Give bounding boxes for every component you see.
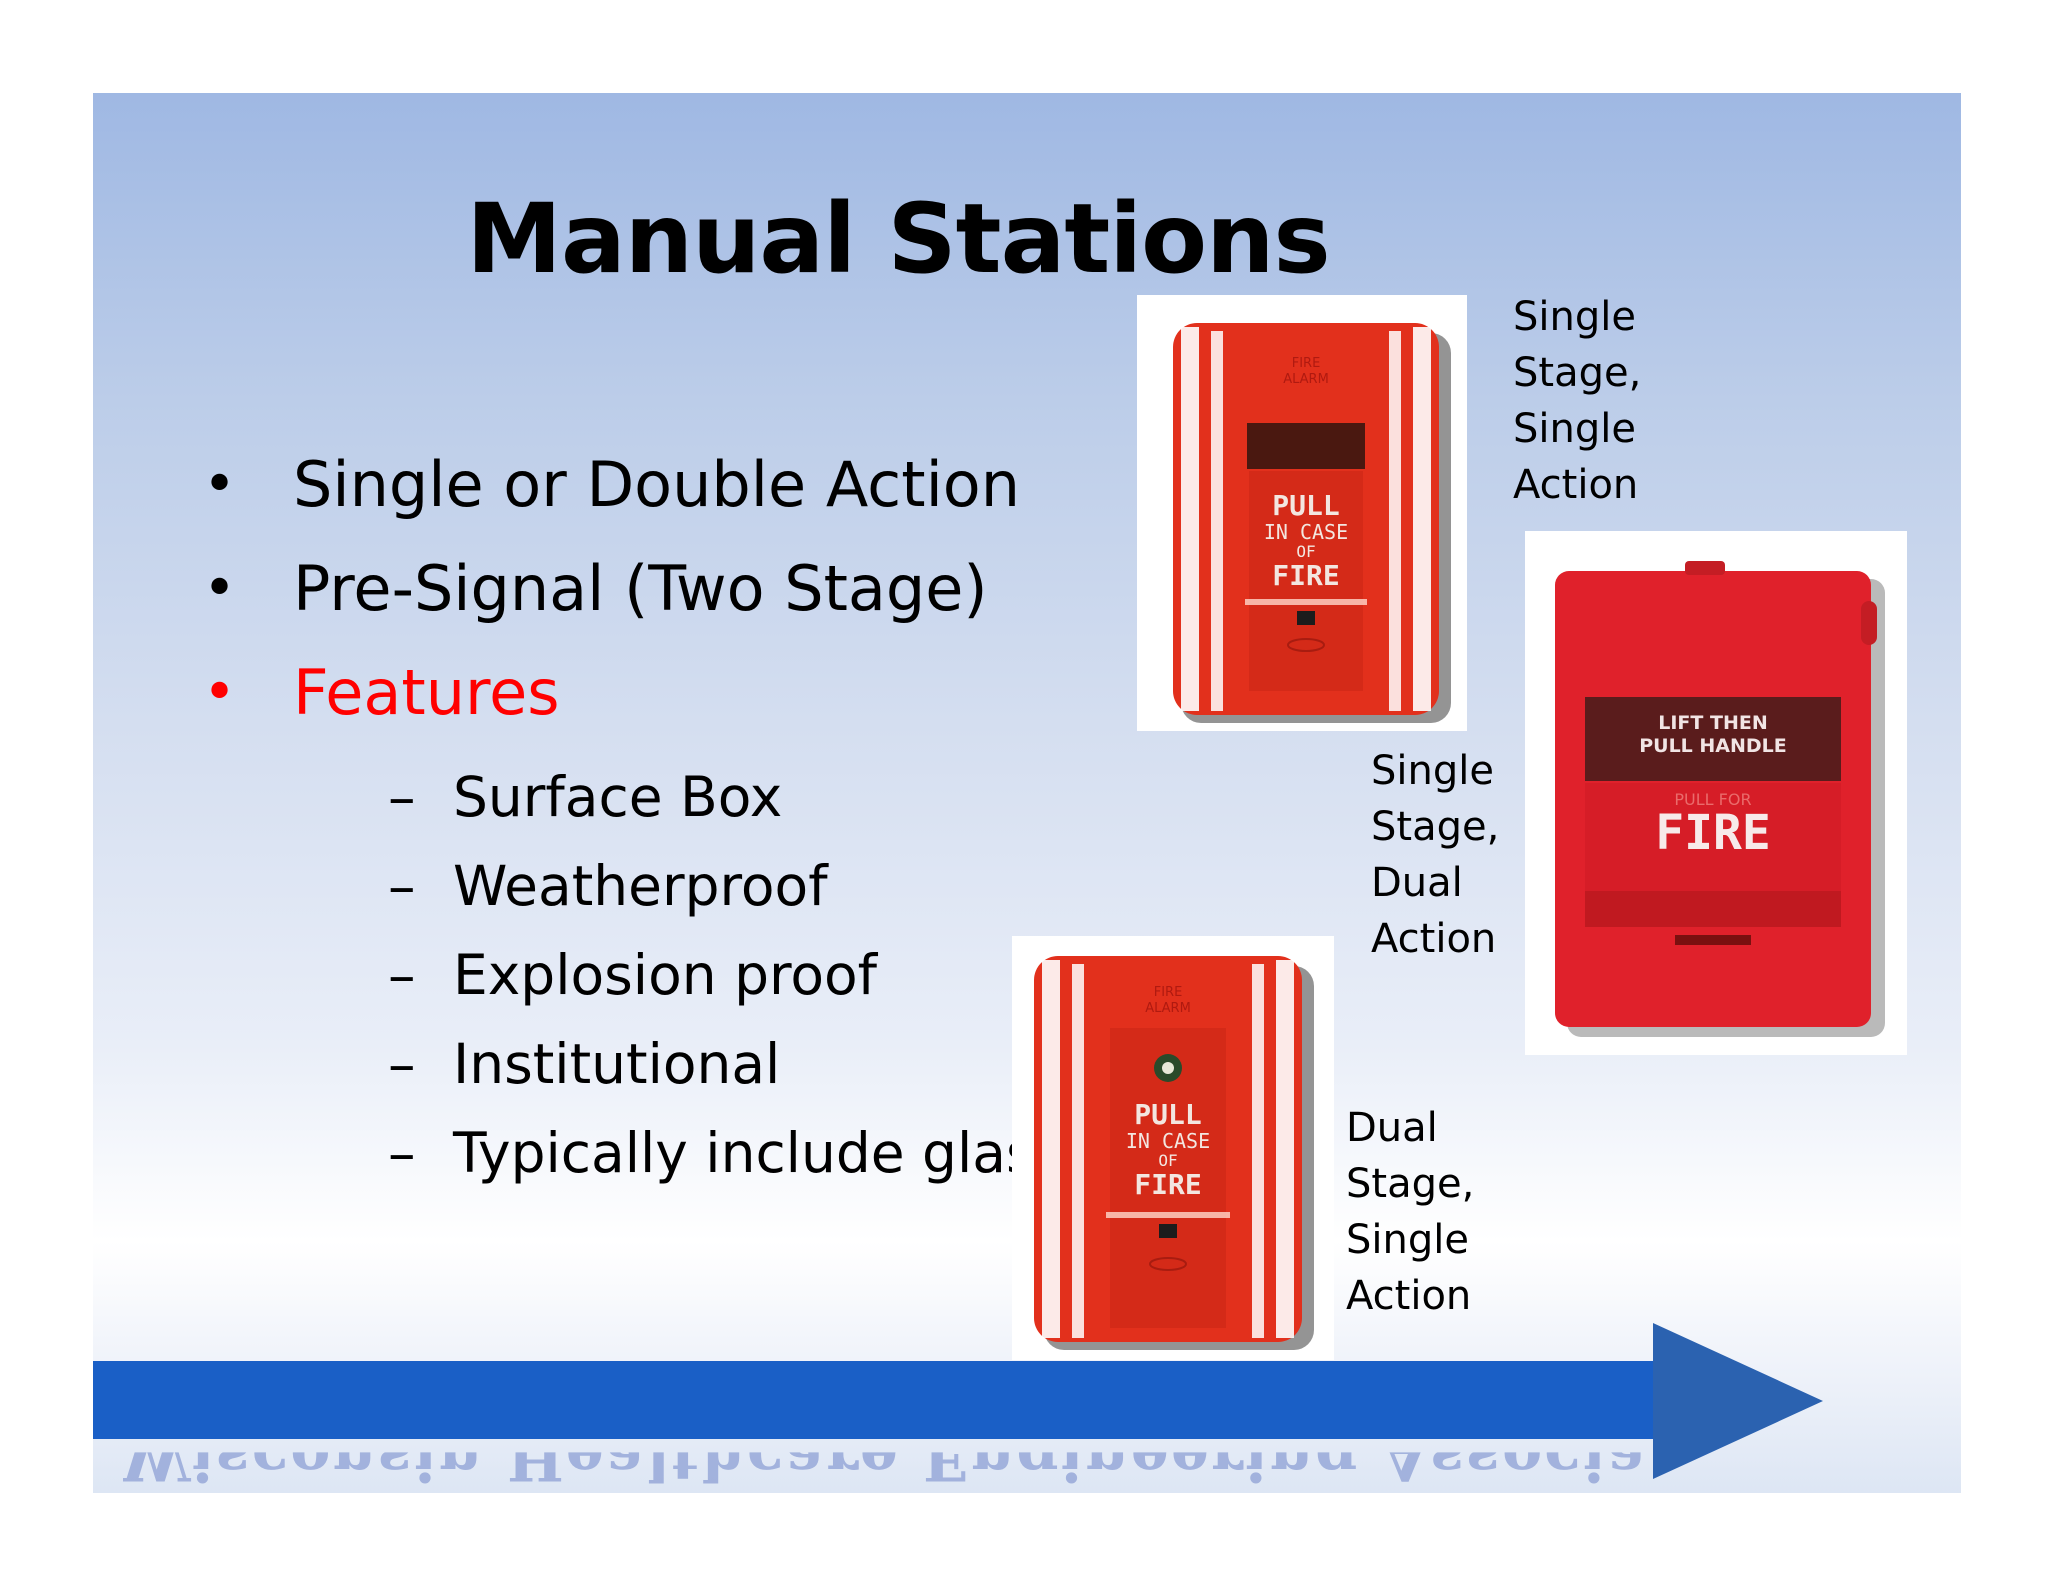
bullet-item: • Pre-Signal (Two Stage) [203, 537, 1123, 641]
device-text: LIFT THEN [1658, 712, 1767, 734]
device-text: OF [1158, 1151, 1177, 1170]
pull-station-photo-single-stage-dual-action: LIFT THEN PULL HANDLE PULL FOR FIRE [1525, 531, 1907, 1055]
device-text: FIRE [1655, 805, 1771, 861]
bullet-text: Pre-Signal (Two Stage) [293, 552, 988, 625]
bullet-text: Single or Double Action [293, 448, 1021, 521]
label-single-stage-dual-action: Single Stage, Dual Action [1371, 748, 1500, 962]
device-text: FIRE [1154, 985, 1183, 1000]
device-text: PULL HANDLE [1639, 735, 1787, 757]
pull-station-photo-dual-stage-single-action: FIRE ALARM PULL IN CASE OF FIRE [1012, 936, 1334, 1360]
device-text: IN CASE [1126, 1129, 1210, 1153]
sub-bullet-item: – Explosion proof [388, 931, 1123, 1020]
pull-station-illustration: FIRE ALARM PULL IN CASE OF FIRE [1034, 956, 1314, 1350]
pull-station-photo-single-stage-single-action: FIRE ALARM PULL IN CASE OF FIRE [1137, 295, 1467, 731]
label-single-stage-single-action: Single Stage, Single Action [1513, 294, 1642, 508]
footer-arrow [93, 1323, 1823, 1479]
bullet-marker: • [203, 556, 237, 621]
device-text: FIRE [1134, 1168, 1201, 1201]
bullet-item-features: • Features [203, 641, 1123, 745]
device-text: ALARM [1283, 372, 1329, 387]
bullet-marker: • [203, 452, 237, 517]
sub-bullet-marker: – [388, 1032, 416, 1096]
device-text: OF [1296, 542, 1315, 561]
pull-station-illustration: FIRE ALARM PULL IN CASE OF FIRE [1173, 323, 1451, 723]
sub-bullet-text: Institutional [453, 1032, 781, 1096]
slide-title: Manual Stations [466, 183, 1330, 295]
sub-bullet-text: Surface Box [453, 765, 783, 829]
device-text: IN CASE [1264, 520, 1348, 544]
sub-bullet-text: Explosion proof [453, 943, 878, 1007]
sub-bullet-marker: – [388, 1121, 416, 1185]
bullet-list: • Single or Double Action • Pre-Signal (… [203, 433, 1171, 1198]
label-dual-stage-single-action: Dual Stage, Single Action [1346, 1105, 1475, 1319]
device-text: PULL [1134, 1098, 1201, 1131]
sub-bullet-marker: – [388, 765, 416, 829]
bullet-marker: • [203, 660, 237, 725]
sub-bullet-item: – Institutional [388, 1020, 1123, 1109]
device-text: ALARM [1145, 1001, 1191, 1016]
sub-bullet-marker: – [388, 943, 416, 1007]
bullet-text: Features [293, 656, 560, 729]
device-text: FIRE [1272, 559, 1339, 592]
device-text: PULL [1272, 489, 1339, 522]
sub-bullet-list: – Surface Box – Weatherproof – Explosion… [203, 753, 1171, 1198]
device-text: FIRE [1292, 356, 1321, 371]
pull-station-illustration: LIFT THEN PULL HANDLE PULL FOR FIRE [1555, 561, 1885, 1037]
device-text: PULL FOR [1674, 790, 1751, 809]
sub-bullet-item: – Weatherproof [388, 842, 1123, 931]
bullet-item: • Single or Double Action [203, 433, 1123, 537]
sub-bullet-item: – Surface Box [388, 753, 1123, 842]
sub-bullet-text: Weatherproof [453, 854, 828, 918]
sub-bullet-marker: – [388, 854, 416, 918]
slide: Manual Stations • Single or Double Actio… [93, 93, 1961, 1493]
